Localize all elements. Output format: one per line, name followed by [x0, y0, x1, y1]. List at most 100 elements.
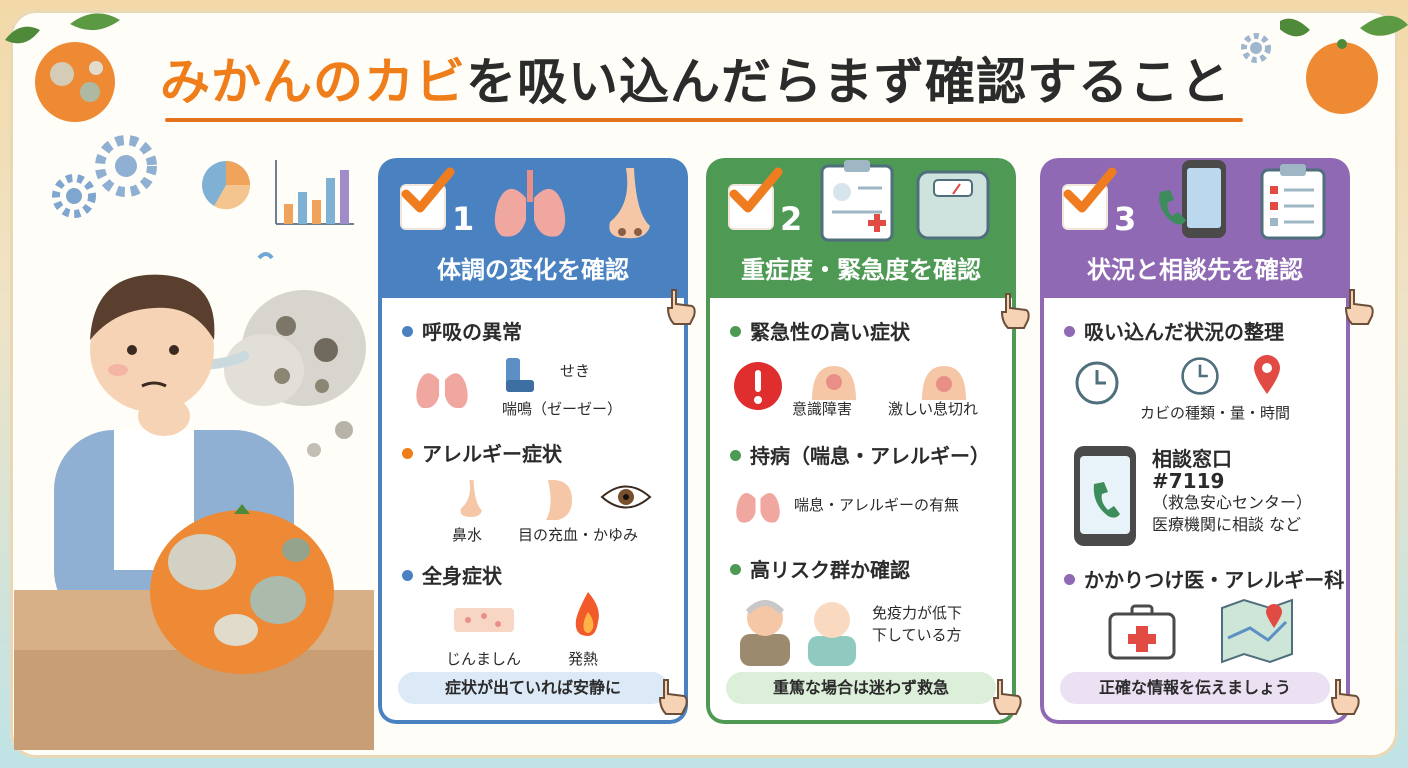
phone-icon [1074, 446, 1136, 546]
nose-icon [609, 168, 650, 239]
caption: 免疫力が低下 [872, 604, 963, 622]
map-icon [1221, 598, 1293, 664]
gear-icon [52, 174, 96, 218]
location-pin-icon [1254, 355, 1280, 394]
panel-content: 呼吸の異常 せき 喘鳴（ゼーゼー） アレルギー症状 鼻水 目の充血・かゆみ 全身… [378, 298, 688, 724]
caption: 目の充血・かゆみ [518, 526, 639, 544]
section-label: アレルギー症状 [402, 438, 562, 467]
pointing-hand-icon [1000, 293, 1030, 329]
bullet-icon [402, 570, 413, 581]
caption: 喘息・アレルギーの有無 [794, 496, 960, 514]
section-label: 吸い込んだ状況の整理 [1064, 316, 1284, 345]
mandarin-icon [1280, 15, 1408, 114]
advice-banner: 正確な情報を伝えましょう [1060, 672, 1330, 704]
phone-icon [1159, 160, 1226, 238]
bullet-icon [1064, 326, 1075, 337]
lungs-icon [494, 170, 566, 237]
step-number: 2 [780, 200, 803, 238]
clock-icon [1181, 357, 1219, 395]
chest-pain-icon [812, 366, 856, 400]
panel-title: 重症度・緊急度を確認 [741, 256, 981, 284]
warning-icon [734, 362, 782, 410]
pointing-hand-icon [1344, 289, 1374, 325]
consultation-line: （救急安心センター） [1152, 493, 1313, 512]
consultation-heading: 相談窓口 [1152, 447, 1232, 471]
caption: 発熱 [568, 650, 599, 668]
hives-icon [454, 608, 514, 632]
section-label-text: アレルギー症状 [422, 442, 562, 466]
caption: カビの種類・量・時間 [1140, 404, 1291, 422]
moldy-mandarin-icon [5, 13, 120, 122]
panel-title: 体調の変化を確認 [437, 256, 629, 284]
scale-icon [916, 170, 990, 240]
caption: 激しい息切れ [888, 400, 979, 418]
lungs-icon [736, 486, 780, 523]
advice-banner: 症状が出ていれば安静に [398, 672, 668, 704]
bullet-icon [730, 326, 741, 337]
section-label: 持病（喘息・アレルギー） [730, 440, 990, 469]
title-accent: みかんのカビ [160, 53, 466, 111]
bullet-icon [730, 564, 741, 575]
panel-header: 3 状況と相談先を確認 [1040, 158, 1350, 298]
panel-header: 2 重症度・緊急度を確認 [706, 158, 1016, 298]
pointing-hand-icon [1330, 679, 1360, 715]
bullet-icon [402, 448, 413, 459]
advice-banner: 重篤な場合は迷わず救急 [726, 672, 996, 704]
section-label-text: 全身症状 [422, 564, 502, 588]
consultation-number: #7119 [1152, 469, 1225, 493]
section-label-text: 緊急性の高い症状 [750, 320, 910, 344]
fire-icon [575, 592, 599, 636]
eye-icon [600, 485, 652, 509]
gear-icon [1241, 33, 1271, 63]
section-label: かかりつけ医・アレルギー科 [1064, 564, 1344, 593]
caption: 下している方 [872, 626, 962, 644]
title-underline [165, 118, 1243, 122]
title-rest: を吸い込んだらまず確認すること [466, 53, 1231, 111]
pointing-hand-icon [992, 679, 1022, 715]
pie-chart-icon [202, 161, 251, 210]
throat-icon [546, 479, 572, 520]
bullet-icon [730, 450, 741, 461]
bullet-icon [402, 326, 413, 337]
panel-situation-check: 3 状況と相談先を確認 吸い込んだ状況の整理 カビの種類・量・時間 [1040, 158, 1350, 724]
checkmark-icon [401, 167, 455, 213]
caption: 鼻水 [452, 526, 483, 544]
section-label-text: 吸い込んだ状況の整理 [1084, 320, 1284, 344]
panel-content: 緊急性の高い症状 意識障害 激しい息切れ 持病（喘息・アレルギー） 喘息・アレル… [706, 298, 1016, 724]
caption: 意識障害 [792, 400, 853, 418]
consultation-desk: 相談窓口 #7119 （救急安心センター） 医療機関に相談 など [1152, 448, 1312, 536]
page-title: みかんのカビを吸い込んだらまず確認すること [160, 44, 1230, 120]
section-label-text: 呼吸の異常 [422, 320, 522, 344]
elderly-person-icon [740, 600, 790, 666]
checkmark-icon [729, 167, 783, 213]
gear-icon [95, 135, 157, 197]
pointing-hand-icon [658, 679, 688, 715]
pointing-hand-icon [666, 289, 696, 325]
panel-content: 吸い込んだ状況の整理 カビの種類・量・時間 相談窓口 #7119 （救急安心セン… [1040, 298, 1350, 724]
section-label: 緊急性の高い症状 [730, 316, 910, 345]
person-illustration [14, 135, 374, 750]
panel-severity-check: 2 重症度・緊急度を確認 緊急性の高い症状 意識障害 激しい息切れ 持病（喘息・… [706, 158, 1016, 724]
baby-icon [808, 602, 856, 666]
checkmark-icon [1063, 167, 1117, 213]
clock-icon [1075, 361, 1119, 405]
inhaler-icon [506, 358, 534, 392]
caption: じんましん [446, 650, 522, 668]
panel-body-check: 1 体調の変化を確認 呼吸の異常 せき 喘鳴（ゼーゼー） アレルギー症状 [378, 158, 688, 724]
caption: せき [560, 362, 591, 380]
step-number: 3 [1114, 200, 1137, 238]
moldy-mandarin-icon [150, 504, 334, 674]
panel-header: 1 体調の変化を確認 [378, 158, 688, 298]
checklist-icon [1260, 164, 1326, 240]
lungs-icon [416, 365, 468, 409]
section-label-text: 高リスク群か確認 [750, 558, 910, 582]
panel-title: 状況と相談先を確認 [1087, 256, 1303, 284]
section-label: 全身症状 [402, 560, 502, 589]
breathless-icon [922, 366, 966, 400]
section-label-text: 持病（喘息・アレルギー） [750, 444, 990, 468]
clipboard-icon [820, 160, 894, 242]
bullet-icon [1064, 574, 1075, 585]
section-label: 呼吸の異常 [402, 316, 522, 345]
section-label-text: かかりつけ医・アレルギー科 [1084, 568, 1345, 592]
bar-chart-icon [275, 160, 354, 225]
